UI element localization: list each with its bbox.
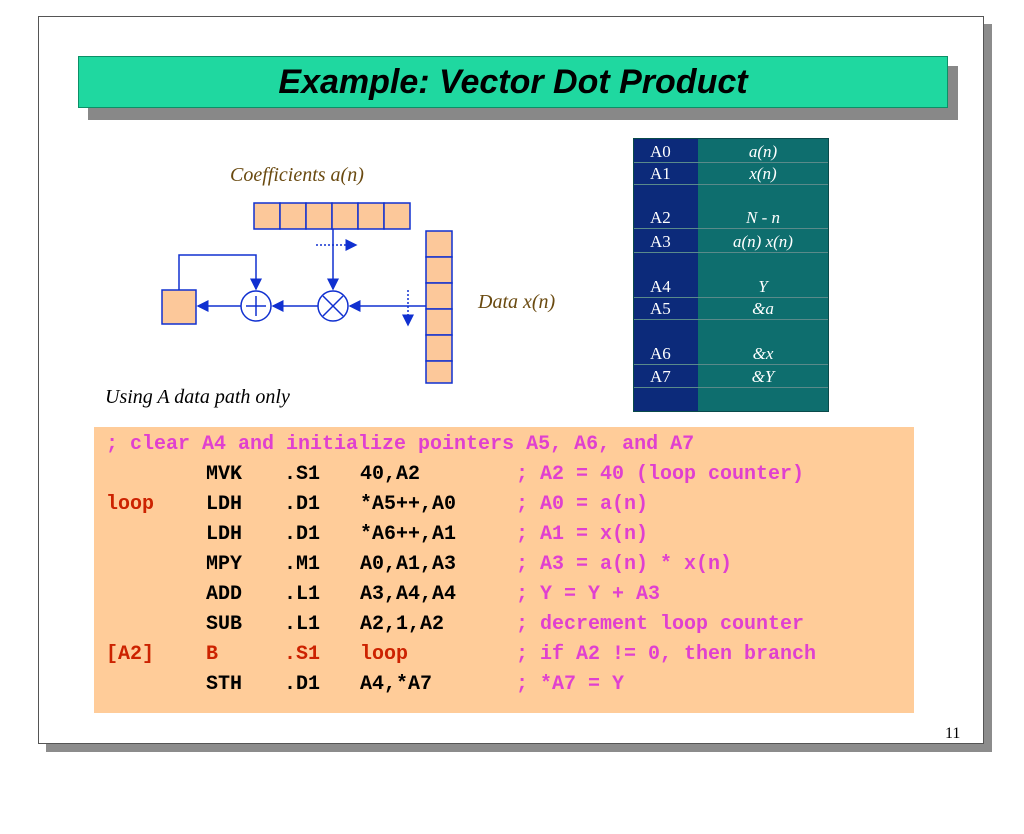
register-name: A7 <box>650 366 671 386</box>
register-value: &x <box>752 343 774 363</box>
code-unit: .D1 <box>284 493 321 516</box>
code-header-line: ; clear A4 and initialize pointers A5, A… <box>94 433 914 463</box>
code-op: B <box>206 643 219 666</box>
register-value: N - n <box>746 207 780 227</box>
register-name: A2 <box>650 207 671 227</box>
code-unit: .M1 <box>284 553 321 576</box>
add-icon <box>240 290 272 322</box>
code-comment: ; *A7 = Y <box>516 673 625 696</box>
code-line: SUB .L1 A2,1,A2 ; decrement loop counter <box>94 613 914 643</box>
register-row: A5 &a <box>634 298 828 320</box>
register-name: A6 <box>650 343 671 363</box>
register-value: &Y <box>751 366 775 386</box>
register-row: A4 Y <box>634 276 828 298</box>
register-row: A2 N - n <box>634 207 828 229</box>
register-row: A3 a(n) x(n) <box>634 231 828 253</box>
code-args: A3,A4,A4 <box>360 583 457 606</box>
register-row: A6 &x <box>634 343 828 365</box>
code-args: A4,*A7 <box>360 673 433 696</box>
data-label: Data x(n) <box>478 291 556 313</box>
code-comment: ; A2 = 40 (loop counter) <box>516 463 805 486</box>
register-name: A0 <box>650 141 671 161</box>
code-unit: .L1 <box>284 613 321 636</box>
code-comment: ; decrement loop counter <box>516 613 805 636</box>
code-unit: .S1 <box>284 463 321 486</box>
code-header-comment: ; clear A4 and initialize pointers A5, A… <box>106 433 695 456</box>
code-unit: .S1 <box>284 643 321 666</box>
page-number: 11 <box>945 725 961 742</box>
code-block: ; clear A4 and initialize pointers A5, A… <box>94 427 914 713</box>
code-line: [A2] B .S1 loop ; if A2 != 0, then branc… <box>94 643 914 673</box>
code-op: STH <box>206 673 243 696</box>
register-row: A0 a(n) <box>634 141 828 163</box>
code-args: A0,A1,A3 <box>360 553 457 576</box>
coefficients-label: Coefficients a(n) <box>230 164 364 186</box>
register-table: A0 a(n) A1 x(n) A2 N - n A3 a(n) x(n) A4… <box>633 138 829 412</box>
code-unit: .L1 <box>284 583 321 606</box>
code-line: MPY .M1 A0,A1,A3 ; A3 = a(n) * x(n) <box>94 553 914 583</box>
register-value: a(n) <box>748 141 778 161</box>
register-value: x(n) <box>749 163 777 183</box>
slide-title: Example: Vector Dot Product <box>278 62 748 101</box>
code-unit: .D1 <box>284 673 321 696</box>
accumulator-box <box>161 289 197 325</box>
register-name: A3 <box>650 231 671 251</box>
multiply-icon <box>317 290 349 322</box>
register-name: A4 <box>650 276 671 296</box>
data-buffer <box>425 230 453 384</box>
code-comment: ; A0 = a(n) <box>516 493 649 516</box>
coefficient-buffer <box>253 202 411 230</box>
code-label: [A2] <box>106 643 155 666</box>
register-value: a(n) x(n) <box>733 231 793 251</box>
code-unit: .D1 <box>284 523 321 546</box>
register-row: A1 x(n) <box>634 163 828 185</box>
code-label: loop <box>106 493 155 516</box>
code-comment: ; if A2 != 0, then branch <box>516 643 817 666</box>
using-label: Using A data path only <box>105 386 290 408</box>
code-op: MVK <box>206 463 243 486</box>
register-name: A1 <box>650 163 671 183</box>
code-args: 40,A2 <box>360 463 421 486</box>
code-line: MVK .S1 40,A2 ; A2 = 40 (loop counter) <box>94 463 914 493</box>
code-op: MPY <box>206 553 243 576</box>
code-comment: ; Y = Y + A3 <box>516 583 661 606</box>
code-op: LDH <box>206 523 243 546</box>
dot-product-diagram <box>161 202 453 384</box>
title-bar: Example: Vector Dot Product <box>78 56 948 108</box>
code-line: loop LDH .D1 *A5++,A0 ; A0 = a(n) <box>94 493 914 523</box>
code-line: STH .D1 A4,*A7 ; *A7 = Y <box>94 673 914 703</box>
register-row: A7 &Y <box>634 366 828 388</box>
code-comment: ; A3 = a(n) * x(n) <box>516 553 733 576</box>
code-args: *A5++,A0 <box>360 493 457 516</box>
code-op: SUB <box>206 613 243 636</box>
code-comment: ; A1 = x(n) <box>516 523 649 546</box>
register-name: A5 <box>650 298 671 318</box>
code-line: ADD .L1 A3,A4,A4 ; Y = Y + A3 <box>94 583 914 613</box>
register-value: Y <box>758 276 768 296</box>
code-args: *A6++,A1 <box>360 523 457 546</box>
code-op: ADD <box>206 583 243 606</box>
code-args: A2,1,A2 <box>360 613 445 636</box>
code-line: LDH .D1 *A6++,A1 ; A1 = x(n) <box>94 523 914 553</box>
code-args: loop <box>360 643 409 666</box>
register-value: &a <box>752 298 774 318</box>
code-op: LDH <box>206 493 243 516</box>
